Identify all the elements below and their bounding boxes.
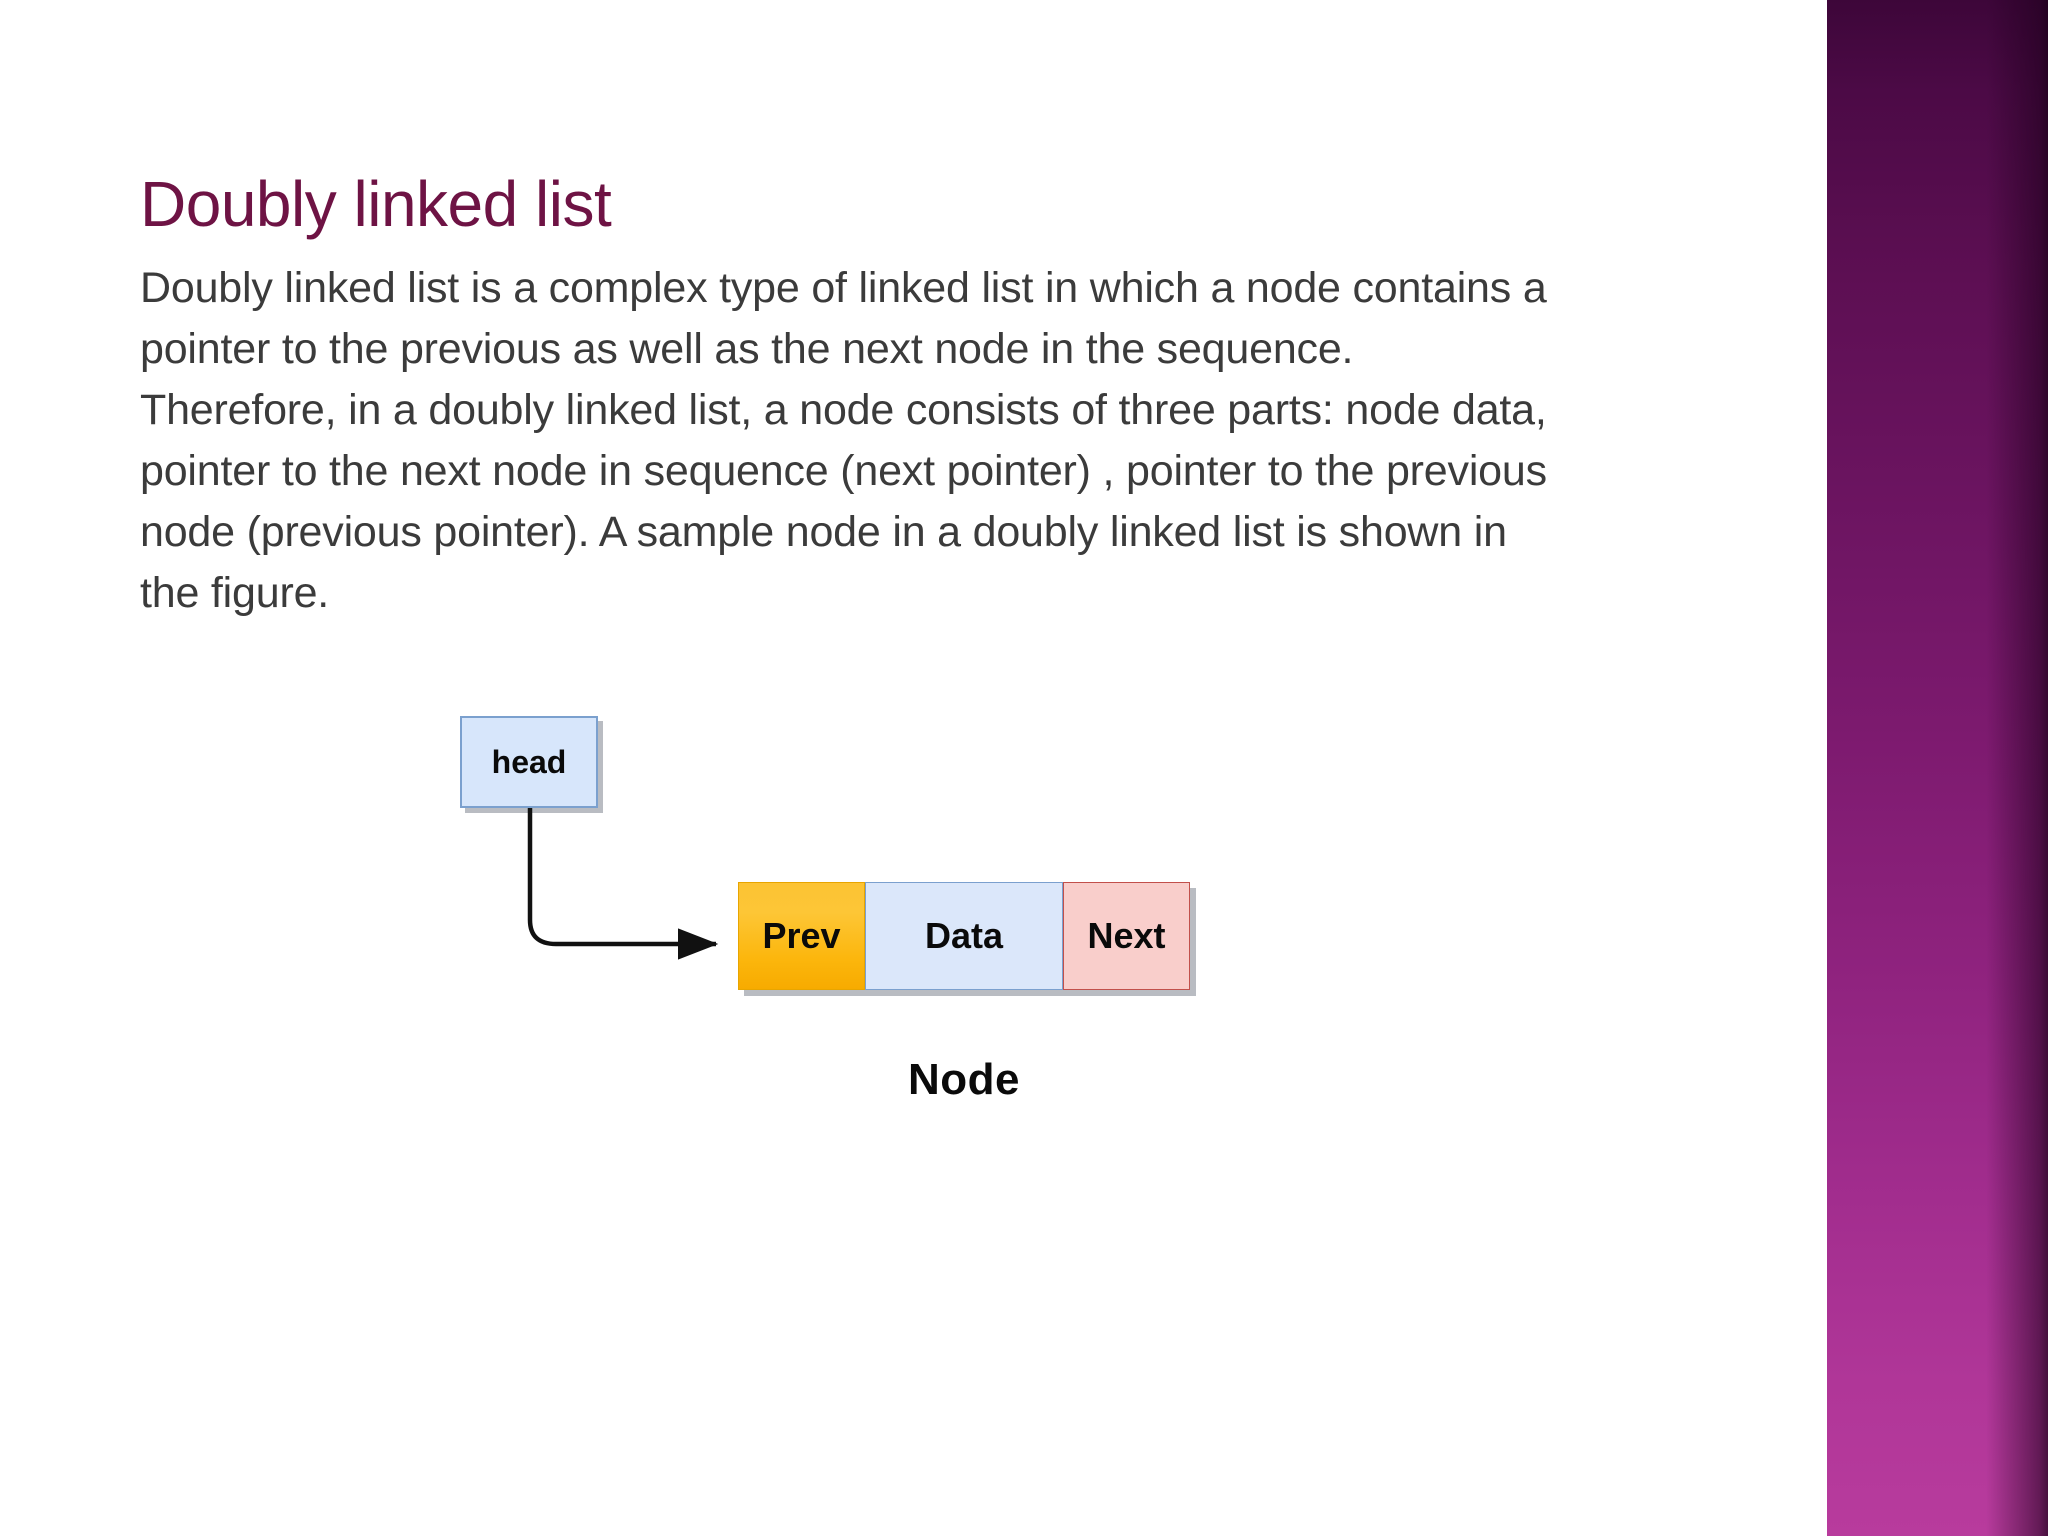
node-cell-data-label: Data (924, 915, 1004, 956)
body-line: node (previous pointer). A sample node i… (140, 508, 1507, 556)
node-caption: Node (908, 1055, 1020, 1104)
node-cell-prev: Prev (738, 882, 865, 990)
node-cell-next-label: Next (1087, 915, 1166, 956)
body-text-block: Doubly linked list is a complex type of … (140, 258, 1900, 624)
node-cells-group: Prev Data Next (738, 882, 1190, 990)
body-line: the figure. (140, 569, 330, 617)
body-line: Therefore, in a doubly linked list, a no… (140, 386, 1547, 434)
body-line: Doubly linked list is a complex type of … (140, 264, 1547, 312)
head-box-label: head (491, 743, 567, 780)
body-line: pointer to the previous as well as the n… (140, 325, 1354, 373)
purple-gradient-band (1827, 0, 2048, 1536)
node-cell-prev-label: Prev (762, 915, 841, 956)
head-box: head (460, 716, 598, 808)
body-line: pointer to the next node in sequence (ne… (140, 447, 1547, 495)
page-title: Doubly linked list (140, 168, 612, 240)
node-cell-data: Data (865, 882, 1063, 990)
node-cell-next: Next (1063, 882, 1190, 990)
